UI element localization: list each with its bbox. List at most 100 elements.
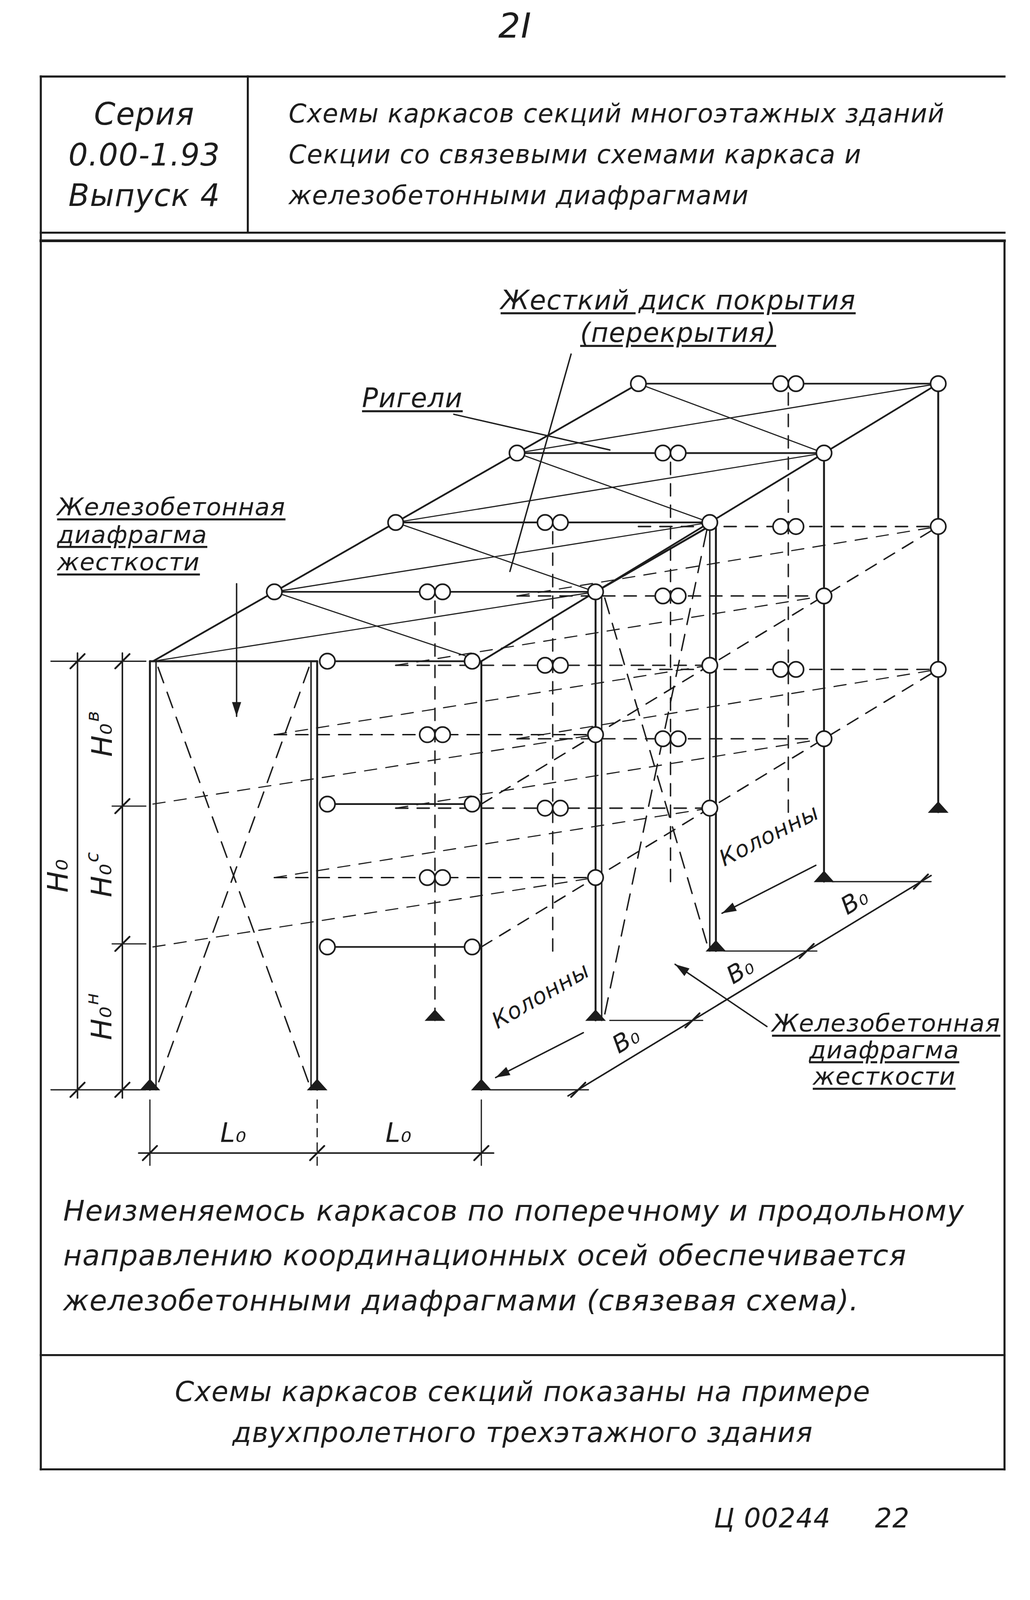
cell-text: Схемы каркасов секций многоэтажных здани… <box>288 93 983 216</box>
arrow-head <box>495 1066 511 1078</box>
hinge-joint <box>702 657 718 674</box>
callout-label: Колонны <box>715 798 824 872</box>
dimension-tick <box>685 1013 700 1028</box>
hinge-joint <box>816 445 833 461</box>
hinge-joint <box>434 583 451 600</box>
hinge-joint <box>588 869 604 886</box>
extension-line <box>112 805 147 807</box>
callout-label: Железобетонная диафрагма жесткости <box>771 1010 997 1090</box>
dimension-line <box>76 652 79 1098</box>
leader-line <box>453 414 610 450</box>
hinge-joint <box>655 445 671 461</box>
extension-line <box>480 1100 483 1166</box>
dimension-label: B₀ <box>721 951 760 991</box>
diaphragm-brace <box>157 667 309 1084</box>
support-symbol <box>814 871 834 882</box>
slab-line <box>638 383 825 454</box>
dimension-tick <box>571 1082 586 1097</box>
dimension-symbol: H₀ <box>84 863 119 897</box>
hinge-joint <box>319 653 336 669</box>
note-text: Неизменяемось каркасов по поперечному и … <box>62 1188 997 1323</box>
frame-line <box>40 1353 1005 1356</box>
hinge-joint <box>816 588 833 604</box>
dimension-label: H₀н <box>87 992 117 1040</box>
hidden-column <box>551 522 554 952</box>
frame-line <box>39 76 42 1470</box>
diaphragm-edge <box>310 660 312 1090</box>
dimension-label: B₀ <box>835 881 874 921</box>
slab-line <box>274 522 710 592</box>
sheet-number: 22 <box>874 1503 910 1535</box>
extension-line <box>149 1100 151 1166</box>
hinge-joint <box>670 588 686 604</box>
diaphragm-brace <box>604 530 707 1015</box>
dimension-tick <box>115 936 130 951</box>
hinge-joint <box>655 731 671 747</box>
hinge-joint <box>509 445 526 461</box>
hinge-joint <box>588 583 604 600</box>
dimension-tick <box>115 1082 130 1097</box>
support-symbol <box>140 1079 159 1090</box>
dimension-tick <box>70 653 85 669</box>
dimension-tick <box>474 1145 489 1160</box>
diaphragm-edge <box>708 522 711 952</box>
arrow-head <box>722 902 737 914</box>
dimension-tick <box>115 653 130 669</box>
dimension-tick <box>142 1145 158 1160</box>
diaphragm-edge <box>715 522 717 952</box>
callout-label: Железобетонная диафрагма жесткости <box>56 493 280 577</box>
sheet-frame <box>40 76 1005 1470</box>
diaphragm-edge <box>594 591 597 1021</box>
hinge-joint <box>930 661 946 677</box>
hinge-joint <box>419 726 436 743</box>
dimension-index: в <box>80 710 103 722</box>
dimension-tick <box>115 798 130 813</box>
hinge-joint <box>930 376 946 392</box>
dimension-label: B₀ <box>607 1020 646 1060</box>
hinge-joint <box>319 796 336 812</box>
hinge-joint <box>464 939 480 955</box>
callout-label: Ригели <box>361 383 463 415</box>
hinge-joint <box>930 518 946 535</box>
hinge-joint <box>552 657 569 674</box>
leader-line <box>722 864 817 913</box>
dimension-label: H₀в <box>87 710 117 757</box>
hinge-joint <box>552 800 569 817</box>
hinge-joint <box>537 657 553 674</box>
slab-line <box>395 522 596 592</box>
hinge-joint <box>434 726 451 743</box>
dimension-index: н <box>80 992 103 1006</box>
hinge-joint <box>816 731 833 747</box>
frame-line <box>246 76 249 233</box>
leader-line <box>495 1032 584 1078</box>
support-symbol <box>307 1079 327 1090</box>
slab-line <box>517 453 710 523</box>
frame-line <box>40 75 1005 78</box>
slab-line <box>152 877 596 947</box>
frame-line <box>40 1468 1005 1471</box>
extension-line <box>112 943 147 945</box>
slab-line <box>395 738 825 809</box>
slab-line <box>274 808 710 878</box>
hidden-column <box>434 591 436 1021</box>
title-block-cell: Серия 0.00-1.93 Выпуск 4 <box>40 76 248 233</box>
extension-line <box>316 1100 318 1166</box>
callout-label: Колонны <box>487 956 594 1034</box>
extension-line <box>723 950 817 952</box>
diaphragm-edge <box>600 591 603 1021</box>
hinge-joint <box>552 514 569 531</box>
hinge-joint <box>464 653 480 669</box>
column-line <box>823 453 826 882</box>
slab-line <box>274 591 482 662</box>
slab-line <box>395 453 825 523</box>
hinge-joint <box>655 588 671 604</box>
extension-line <box>50 660 146 662</box>
hinge-joint <box>537 800 553 817</box>
hinge-joint <box>588 726 604 743</box>
page-number: 2I <box>463 6 567 47</box>
hinge-joint <box>772 661 789 677</box>
hinge-joint <box>788 518 804 535</box>
slab-line <box>395 595 825 666</box>
